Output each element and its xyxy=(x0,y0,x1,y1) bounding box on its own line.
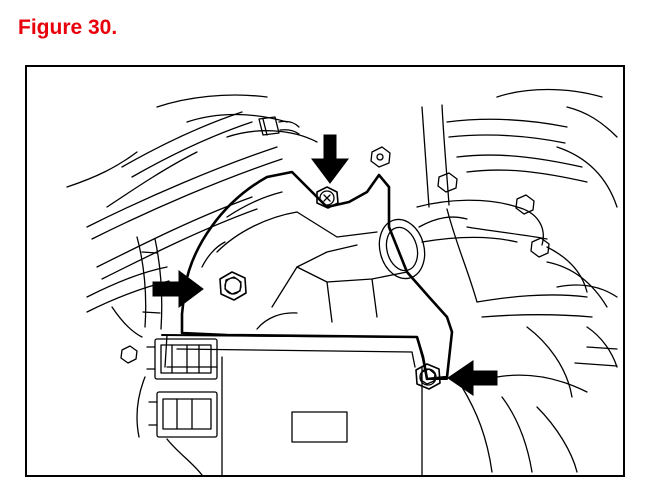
figure-frame xyxy=(25,65,625,477)
background-hoses-left xyxy=(66,94,318,313)
arrow-left-icon xyxy=(447,360,498,396)
hose-clamp xyxy=(258,116,300,136)
bolt-left xyxy=(219,271,247,301)
upper-right-bolts xyxy=(370,146,550,258)
bolt-lower-right xyxy=(415,363,441,390)
lower-bracket xyxy=(161,334,448,475)
upper-coolant-pipe xyxy=(421,88,618,208)
coolant-pipe-outlet xyxy=(416,199,593,318)
right-engine-block xyxy=(461,146,618,473)
bolt-top xyxy=(316,186,339,209)
arrow-right-icon xyxy=(152,270,204,308)
electrical-connectors xyxy=(120,338,218,475)
water-outlet-flange xyxy=(378,216,468,280)
arrow-down-icon xyxy=(311,134,349,184)
figure-caption: Figure 30. xyxy=(18,16,118,39)
engine-line-drawing xyxy=(66,88,618,475)
